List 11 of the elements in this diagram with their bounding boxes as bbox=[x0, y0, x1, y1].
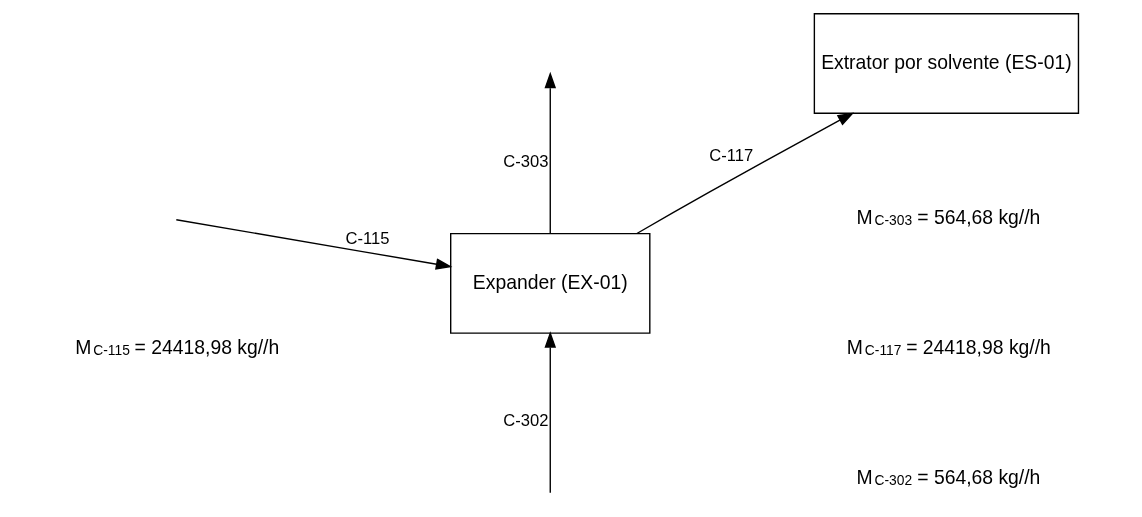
arrow bbox=[175, 219, 453, 270]
edge-label: C-117 bbox=[709, 146, 754, 166]
node-box: Expander (EX-01) bbox=[450, 232, 651, 334]
label: MC-117 = 24418,98 kg//h bbox=[846, 336, 1051, 359]
edge-label: C-115 bbox=[345, 229, 390, 249]
node-box: Extrator por solvente (ES-01) bbox=[813, 13, 1080, 114]
arrow bbox=[636, 112, 855, 235]
arrow bbox=[544, 331, 557, 494]
arrow bbox=[544, 71, 557, 234]
edge-label: C-302 bbox=[503, 411, 549, 431]
edge-label: C-303 bbox=[503, 151, 549, 171]
